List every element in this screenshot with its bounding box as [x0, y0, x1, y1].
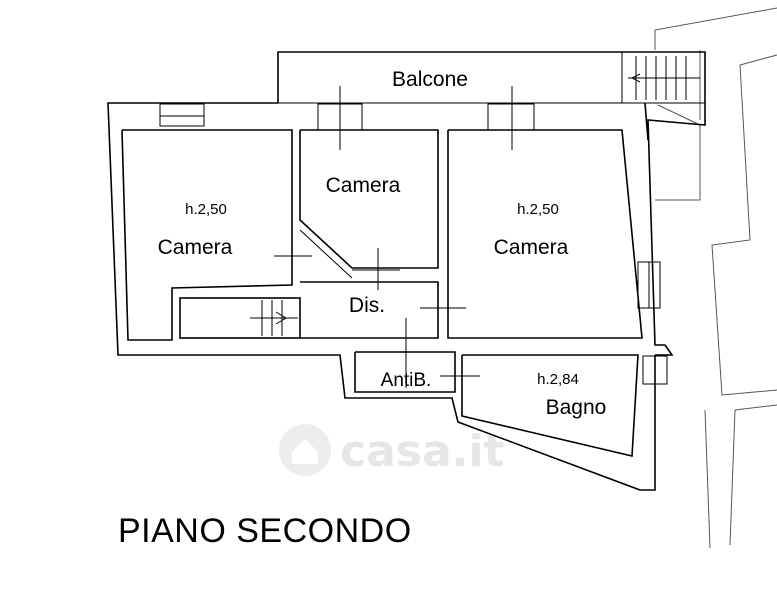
balcony-stair [628, 56, 700, 100]
floor-title: PIANO SECONDO [118, 512, 412, 550]
height-camera-right: h.2,50 [517, 201, 559, 218]
height-bagno: h.2,84 [537, 371, 579, 388]
room-bagno [461, 354, 668, 457]
label-antibagno: AntiB. [381, 370, 432, 391]
balcony [277, 51, 706, 104]
label-bagno: Bagno [546, 396, 607, 419]
room-camera-left [121, 103, 312, 341]
label-disimpegno: Dis. [349, 294, 385, 317]
label-camera-left: Camera [158, 236, 233, 259]
outer-walls [107, 102, 706, 491]
internal-stair [179, 297, 301, 339]
height-camera-left: h.2,50 [185, 201, 227, 218]
label-balcone: Balcone [392, 68, 468, 91]
room-disimpegno [300, 281, 466, 388]
watermark-text: casa.it [340, 426, 504, 477]
room-antibagno [354, 351, 480, 393]
neighbor-buildings [640, 7, 777, 549]
label-camera-right: Camera [494, 236, 569, 259]
label-camera-center: Camera [326, 174, 401, 197]
watermark: casa.it [279, 424, 504, 477]
room-camera-center [299, 86, 439, 290]
room-camera-right [447, 86, 661, 339]
